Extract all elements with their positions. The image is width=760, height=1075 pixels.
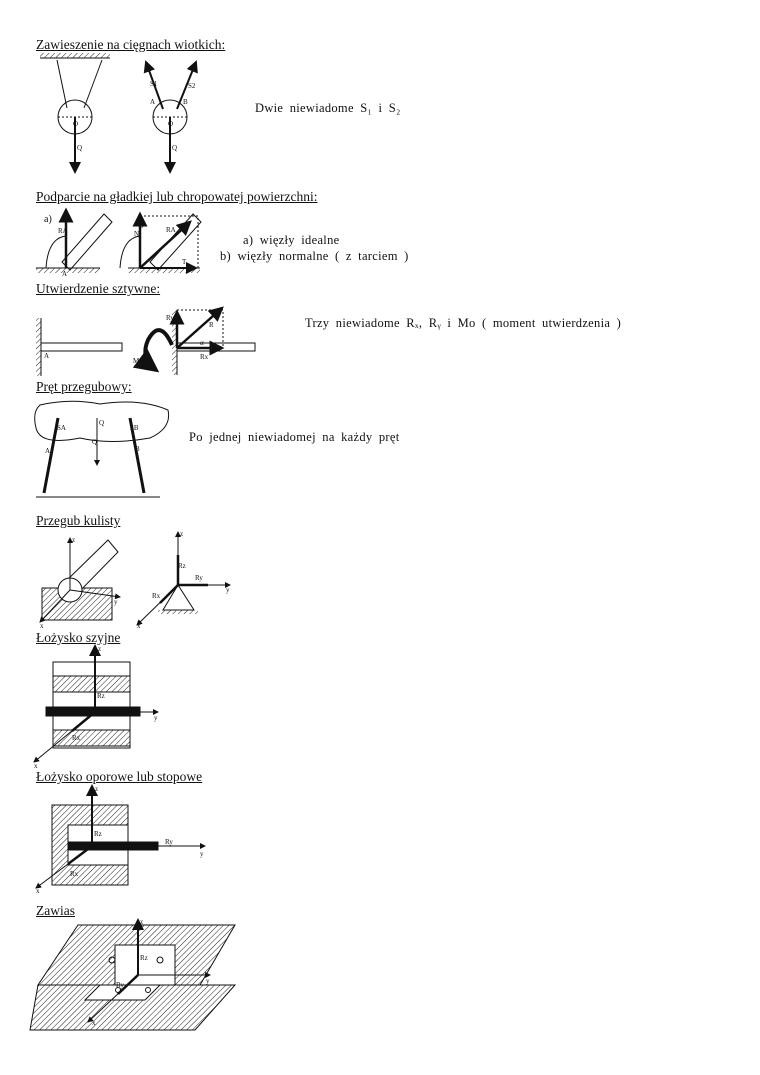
label: x xyxy=(137,622,141,630)
label: y xyxy=(226,586,230,594)
heading-hinged-rod: Pręt przegubowy: xyxy=(36,379,132,394)
label: RA xyxy=(58,227,68,235)
label: Ry xyxy=(195,574,203,582)
label: A xyxy=(62,270,67,278)
label: b) xyxy=(136,218,144,229)
heading-cable-suspension: Zawieszenie na cięgnach wiotkich: xyxy=(36,37,226,52)
diagram-cable-suspension xyxy=(40,53,198,174)
label: Q xyxy=(99,419,104,427)
label: z xyxy=(140,918,143,926)
diagram-ball-joint xyxy=(39,531,231,626)
label: x xyxy=(40,622,44,630)
heading-rigid-fixing: Utwierdzenie sztywne: xyxy=(36,281,161,296)
label: z xyxy=(72,536,75,544)
label: B xyxy=(135,445,140,453)
label: Rz xyxy=(94,830,102,838)
label: z xyxy=(98,645,101,653)
label: y xyxy=(114,598,118,606)
label: Ry xyxy=(116,981,124,989)
label: z xyxy=(95,785,98,793)
label: Rz xyxy=(178,562,186,570)
label: Mo xyxy=(133,357,143,365)
heading-ball-joint: Przegub kulisty xyxy=(36,513,121,528)
heading-surface-support: Podparcie na gładkiej lub chropowatej po… xyxy=(36,189,318,204)
label: x xyxy=(92,1019,96,1027)
diagram-labels: Q O S1 S2 A B O Q a) RA A b) N RA T A Ry… xyxy=(34,80,230,1027)
label: Rx xyxy=(70,870,79,878)
diagram-thrust-bearing xyxy=(35,784,206,889)
label: N xyxy=(134,230,139,238)
label: y xyxy=(200,850,204,858)
diagram-hinged-rod xyxy=(34,400,170,498)
label: B xyxy=(183,98,188,106)
label: Rz xyxy=(97,692,105,700)
label: Ry xyxy=(166,314,174,322)
label: Rx xyxy=(152,592,161,600)
label: RA xyxy=(166,226,176,234)
text-rod-unknowns: Po jednej niewiadomej na każdy pręt xyxy=(189,430,400,444)
label: Q xyxy=(77,144,82,152)
label: Ry xyxy=(165,838,173,846)
diagram-hinge xyxy=(29,918,237,1031)
label: x xyxy=(36,887,40,895)
heading-journal-bearing: Łożysko szyjne xyxy=(36,630,121,645)
label: SA xyxy=(57,424,66,432)
label: Rx xyxy=(200,353,209,361)
label: Rx xyxy=(72,734,81,742)
label: O xyxy=(168,120,173,128)
label: T xyxy=(182,258,187,266)
label: A xyxy=(45,447,50,455)
label: y xyxy=(206,977,210,985)
text-rigid-unknowns: Trzy niewiadome Rₓ, Rᵧ i Mo ( moment utw… xyxy=(305,316,622,330)
label: x xyxy=(34,762,38,770)
label: A xyxy=(44,352,49,360)
label: Q xyxy=(172,144,177,152)
diagram-journal-bearing xyxy=(33,644,159,763)
diagram-rigid-fixing xyxy=(36,306,256,376)
text-cable-unknowns: Dwie niewiadome S₁ i S₂ xyxy=(255,101,401,115)
heading-thrust-bearing: Łożysko oporowe lub stopowe xyxy=(36,769,203,784)
label: S1 xyxy=(150,80,158,88)
text-normal-constraints: b) więzły normalne ( z tarciem ) xyxy=(220,249,409,263)
label: y xyxy=(154,714,158,722)
label: Rz xyxy=(140,954,148,962)
label: A xyxy=(150,98,155,106)
label: z xyxy=(180,530,183,538)
text-ideal-constraints: a) więzły idealne xyxy=(243,233,340,247)
label: Q xyxy=(92,438,97,446)
label: S2 xyxy=(188,82,196,90)
label: R xyxy=(209,321,214,329)
label: α xyxy=(200,339,204,347)
label: a) xyxy=(44,214,52,225)
label: SB xyxy=(130,424,139,432)
diagram-surface-support xyxy=(36,207,202,274)
heading-hinge: Zawias xyxy=(36,903,75,918)
label: O xyxy=(73,120,78,128)
